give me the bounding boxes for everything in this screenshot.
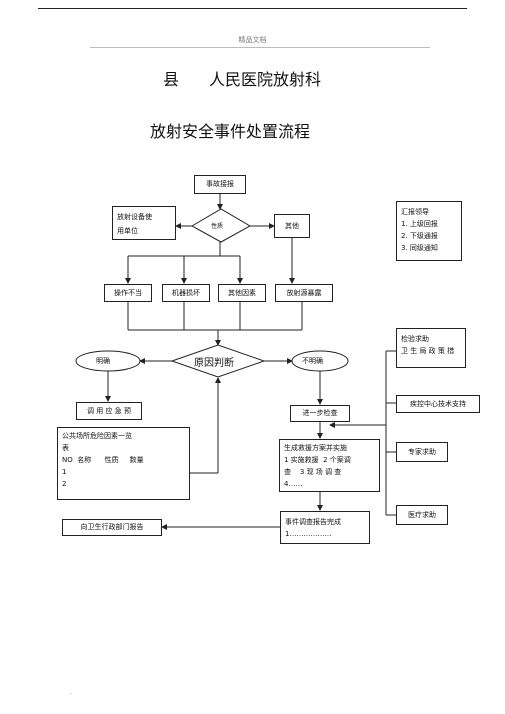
apply-emergency-plan-label: 调 用 应 急 预: [87, 406, 131, 415]
report-line2: 1. 上级回报: [401, 220, 438, 228]
nature-decision-diamond: [190, 208, 252, 243]
footer-mark: .: [70, 688, 73, 696]
equipment-unit-box: 放射设备使 用单位: [112, 206, 176, 240]
inspection-line1: 检验求助: [401, 335, 429, 343]
report-line3: 2. 下级通报: [401, 232, 438, 240]
accident-report-box: 事故接报: [194, 175, 246, 194]
equipment-unit-line2: 用单位: [117, 227, 138, 235]
clear-label: 明确: [96, 357, 110, 365]
expert-help-box: 专家求助: [396, 442, 448, 462]
inspection-line2: 卫 生 局 政 策 措: [401, 347, 455, 355]
further-check-box: 进一步检查: [290, 405, 350, 422]
cdc-support-box: 疾控中心技术支持: [396, 395, 480, 413]
medical-help-box: 医疗求助: [396, 505, 448, 525]
cdc-support-label: 疾控中心技术支持: [410, 399, 466, 408]
rescue-plan-box: 生成救援方案并实施 1 实施救援 2 个案调 查 3 现 场 调 查 4……: [279, 439, 380, 492]
further-check-label: 进一步检查: [302, 409, 338, 417]
apply-emergency-plan-box: 调 用 应 急 预: [76, 402, 142, 420]
cause-other-factors-box: 其他因素: [218, 284, 266, 302]
title-hospital: 人民医院放射科: [209, 70, 322, 89]
report-line1: 汇报领导: [401, 208, 429, 216]
header-top-line: [38, 8, 467, 9]
cause-improper-operation-box: 操作不当: [104, 284, 152, 302]
page-title-line2: 放射安全事件处置流程: [150, 122, 311, 141]
medical-help-label: 医疗求助: [408, 510, 436, 519]
expert-help-label: 专家求助: [408, 447, 436, 456]
cause-improper-operation-label: 操作不当: [114, 288, 142, 297]
cause-machine-damage-box: 机器损坏: [162, 284, 210, 302]
cause-judgment-diamond: [170, 344, 266, 378]
accident-report-label: 事故接报: [206, 180, 234, 188]
report-health-dept-label: 向卫生行政部门报告: [80, 523, 144, 531]
hazard-list-box: 公共场所危险因素一览 表 NO 名称 性质 数量 1 2: [57, 427, 190, 500]
investigation-line1: 事件调查报告完成: [285, 518, 341, 526]
report-line4: 3. 同级通知: [401, 244, 438, 252]
hazard-line2: 表: [62, 444, 69, 452]
unclear-ellipse: [291, 350, 349, 372]
investigation-line2: 1………………: [285, 530, 332, 538]
hazard-line1: 公共场所危险因素一览: [62, 432, 132, 440]
header-divider: [90, 47, 430, 48]
investigation-report-box: 事件调查报告完成 1………………: [280, 511, 370, 544]
cause-judgment-label: 原因判断: [194, 358, 234, 369]
equipment-unit-line1: 放射设备使: [117, 213, 152, 221]
other-box: 其他: [274, 214, 310, 238]
hazard-line4: 1: [62, 468, 67, 476]
unclear-label: 不明确: [302, 357, 323, 365]
hazard-line3: NO 名称 性质 数量: [62, 456, 144, 464]
rescue-line1: 生成救援方案并实施: [284, 444, 347, 452]
other-label: 其他: [285, 221, 299, 230]
page-title-line1: 县 人民医院放射科: [163, 66, 321, 90]
clear-ellipse: [75, 350, 141, 372]
report-leadership-box: 汇报领导 1. 上级回报 2. 下级通报 3. 同级通知: [396, 201, 462, 261]
rescue-line3: 查 3 现 场 调 查: [284, 468, 342, 476]
cause-other-factors-label: 其他因素: [228, 288, 256, 297]
cause-machine-damage-label: 机器损坏: [172, 288, 200, 297]
header-text: 精品文档: [238, 36, 267, 44]
rescue-line4: 4……: [284, 480, 303, 488]
cause-source-exposure-box: 放射源暴露: [275, 284, 333, 302]
title-county: 县: [163, 70, 180, 89]
hazard-line5: 2: [62, 480, 67, 488]
nature-label: 性质: [211, 223, 224, 230]
rescue-line2: 1 实施救援 2 个案调: [284, 456, 351, 464]
inspection-help-box: 检验求助 卫 生 局 政 策 措: [396, 328, 466, 368]
cause-source-exposure-label: 放射源暴露: [286, 288, 322, 297]
report-health-dept-box: 向卫生行政部门报告: [62, 519, 162, 536]
